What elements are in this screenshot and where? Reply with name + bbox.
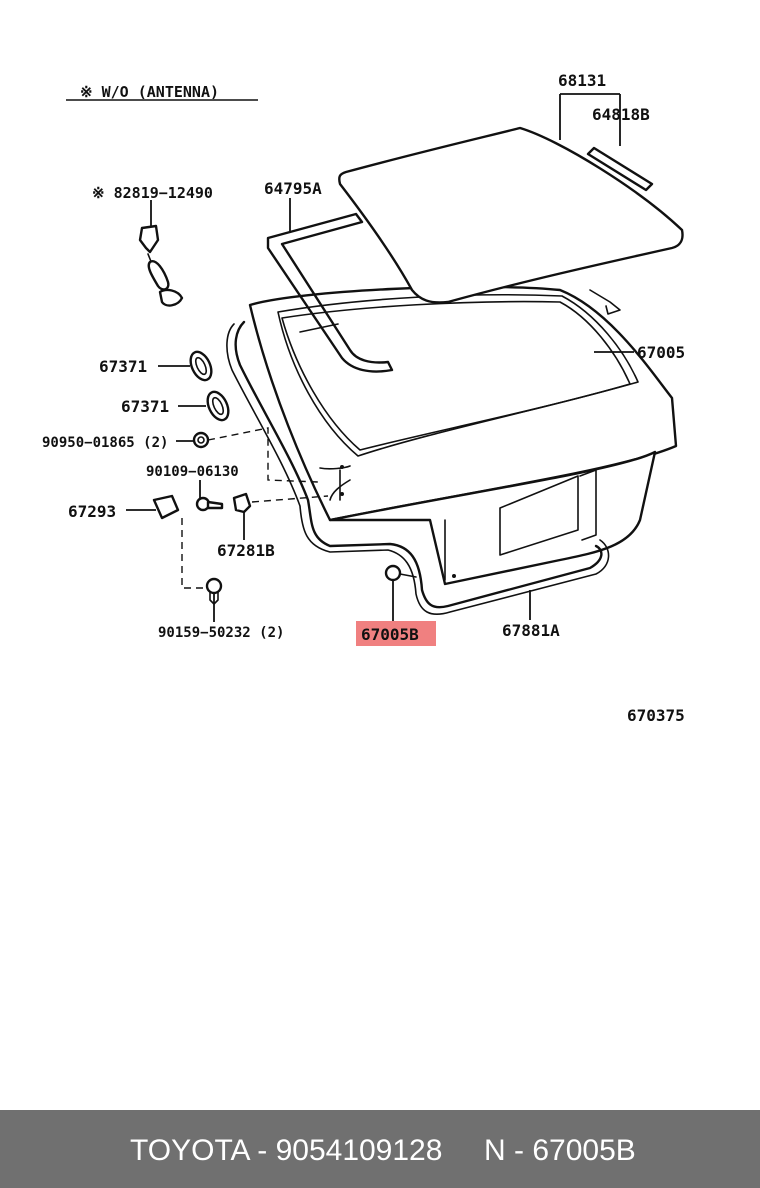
- trunk-lid-body: [248, 285, 678, 586]
- label-64818b: 64818B: [592, 105, 650, 124]
- weatherstrip-67881a: [234, 320, 603, 609]
- dashed-link-striker: [251, 495, 329, 503]
- figure-number: 670375: [627, 706, 685, 725]
- label-90159: 90159−50232 (2): [158, 625, 284, 641]
- label-90109: 90109−06130: [146, 464, 239, 480]
- parts-diagram: ※ W/O (ANTENNA): [42, 71, 685, 725]
- footer-bar: TOYOTA - 9054109128 N - 67005B: [0, 1110, 760, 1188]
- label-67005b: 67005B: [361, 625, 419, 644]
- antenna-cable-82819: [138, 200, 184, 307]
- label-68131: 68131: [558, 71, 606, 90]
- label-82819: ※ 82819−12490: [92, 184, 213, 202]
- grommet-67371-b: [206, 390, 230, 422]
- label-67005: 67005: [637, 343, 685, 362]
- label-67371-a: 67371: [99, 357, 147, 376]
- label-67293: 67293: [68, 502, 116, 521]
- bracket-67293: [152, 494, 180, 520]
- note-label: ※ W/O (ANTENNA): [80, 83, 219, 101]
- highlight-67005b: [356, 621, 436, 646]
- label-64795a: 64795A: [264, 179, 322, 198]
- footer-reference: N - 67005B: [484, 1134, 636, 1167]
- dashed-link-nut: [207, 427, 319, 483]
- grommet-67371-a: [189, 350, 213, 382]
- label-67281b: 67281B: [217, 541, 275, 560]
- bolt-90109: [195, 496, 224, 512]
- rear-glass-68131: [338, 126, 684, 304]
- nut-90950: [192, 431, 210, 449]
- bumper-67005b: [384, 564, 417, 582]
- striker-67281b: [232, 492, 252, 514]
- label-90950: 90950−01865 (2): [42, 435, 168, 451]
- moulding-64818b: [586, 146, 654, 192]
- footer-brand-part-number: TOYOTA - 9054109128: [130, 1134, 443, 1167]
- label-67881a: 67881A: [502, 621, 560, 640]
- label-67371-b: 67371: [121, 397, 169, 416]
- seal-64795a: [266, 212, 394, 373]
- dashed-link-bolt: [181, 518, 206, 589]
